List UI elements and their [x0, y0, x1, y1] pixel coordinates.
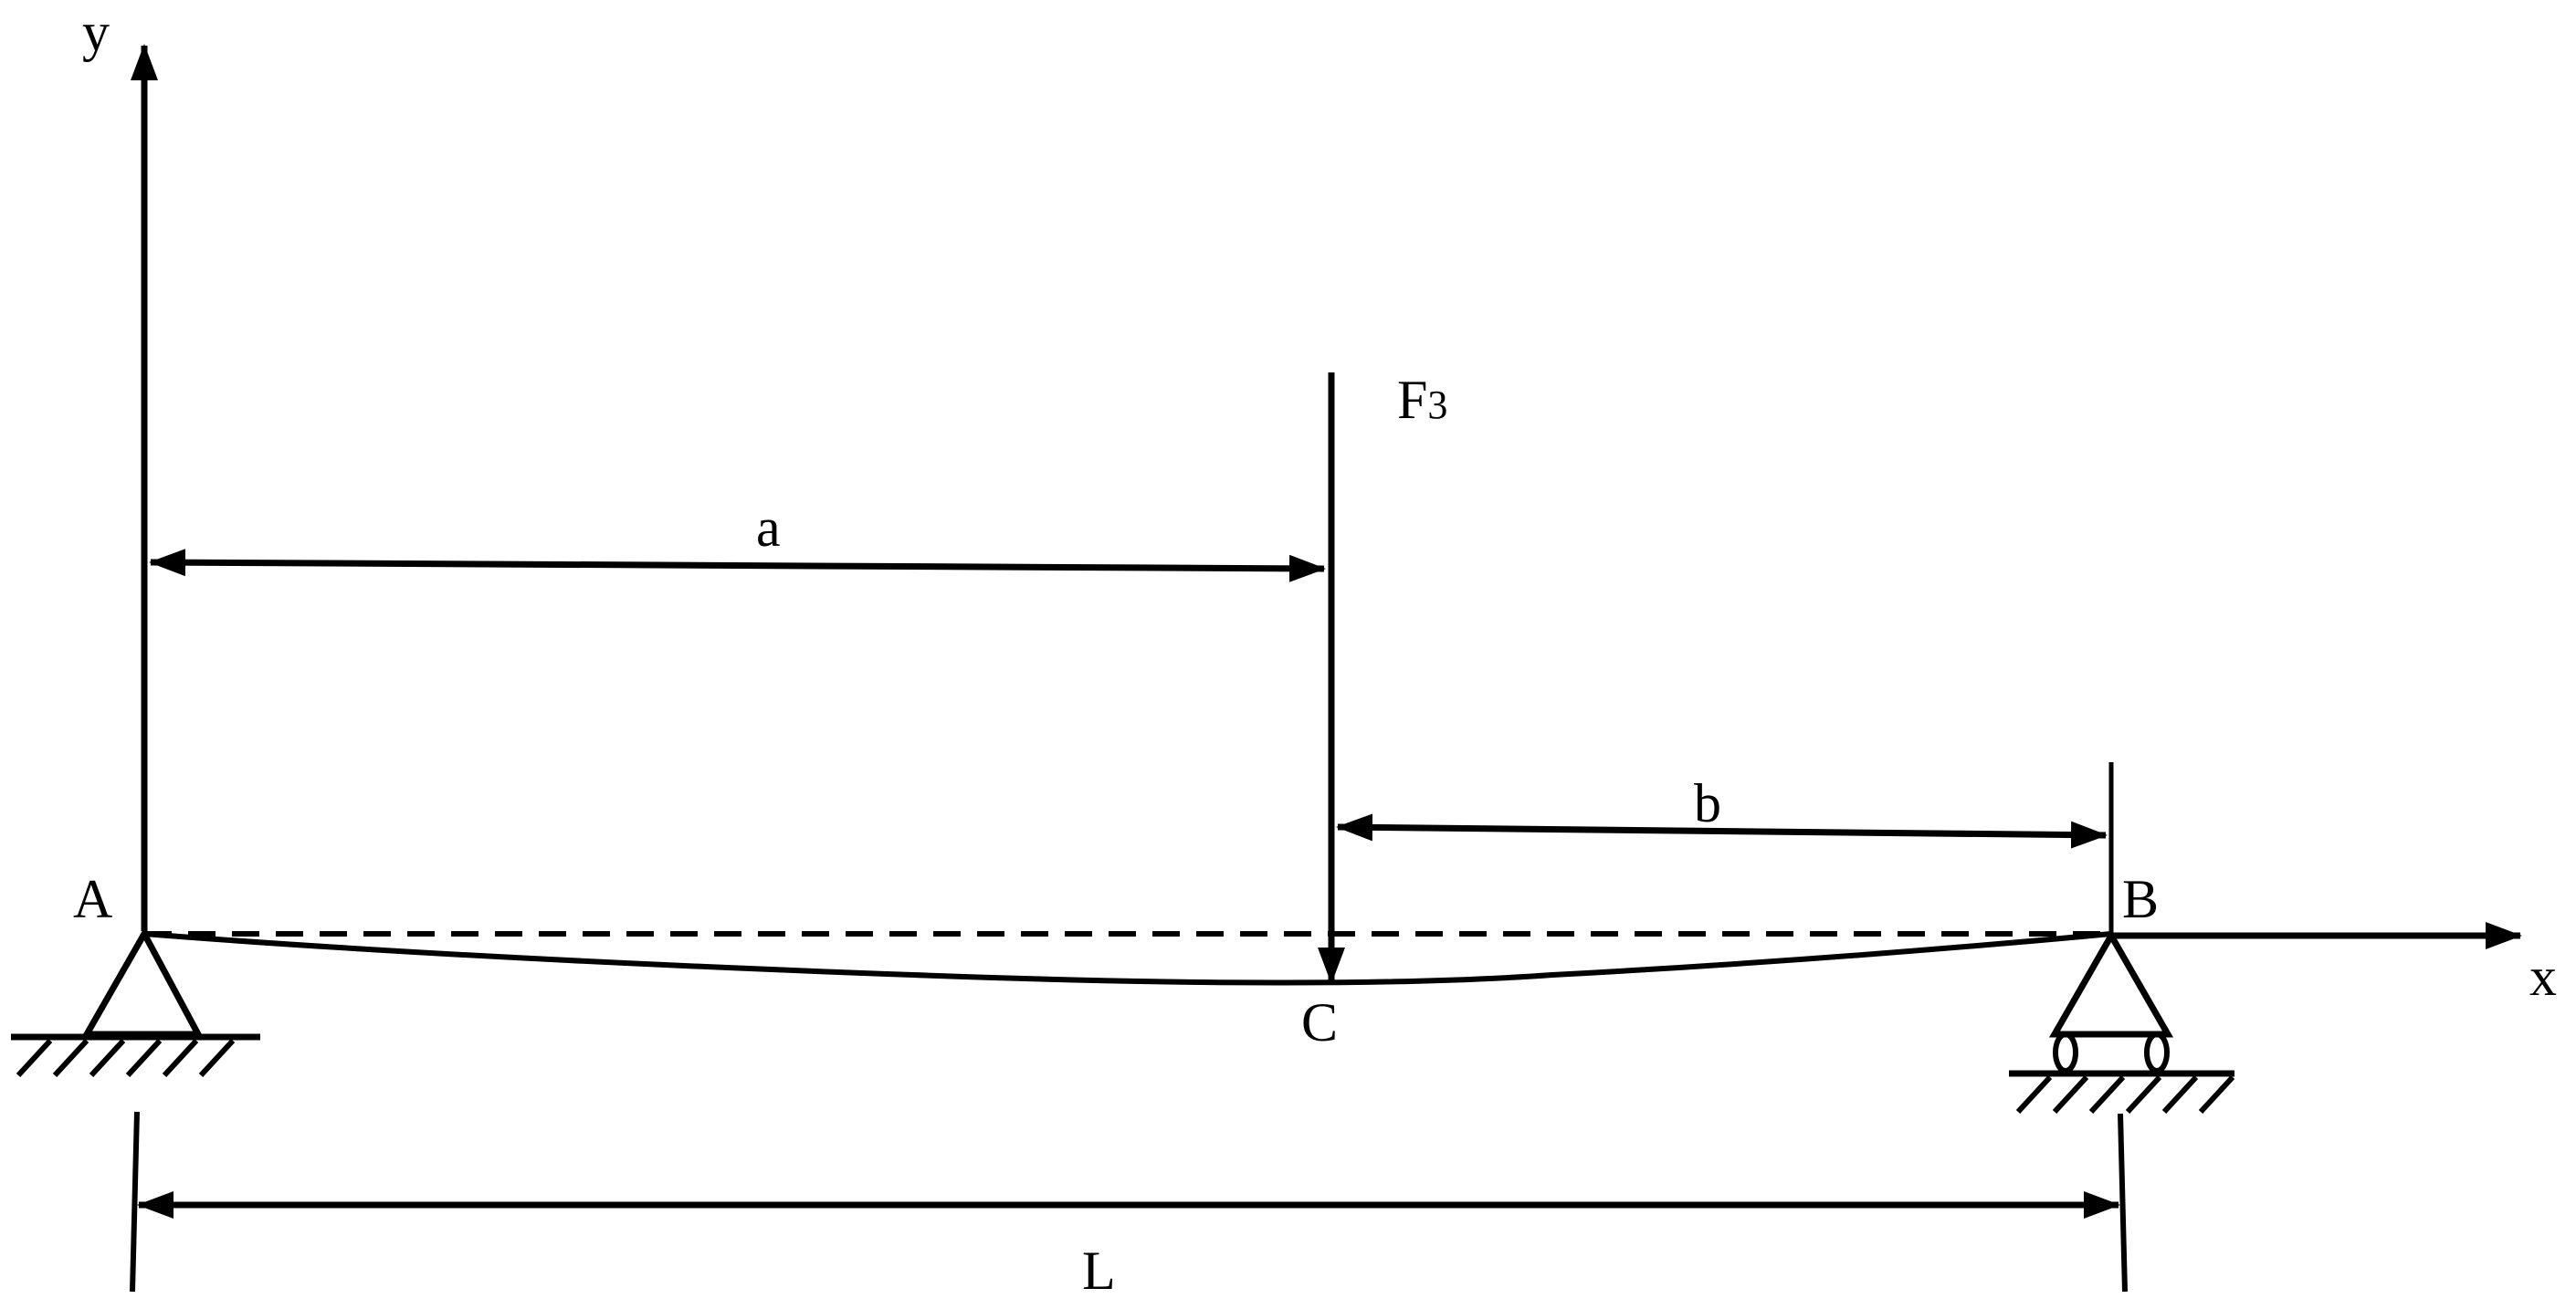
point-a-label: A: [73, 869, 112, 929]
point-c-label: C: [1301, 992, 1338, 1052]
point-b-label: B: [2122, 869, 2159, 929]
dimension-a-line: [149, 549, 1326, 582]
y-axis-label: y: [82, 2, 110, 62]
dimension-b-line: [1336, 813, 2108, 849]
dimension-b-label: b: [1694, 773, 1721, 833]
dimension-l-label: L: [1082, 1241, 1116, 1301]
left-pin-support: [11, 927, 260, 1078]
dimension-l-right-extension: [2118, 1113, 2128, 1293]
dimension-l-left-extension: [130, 1111, 140, 1293]
beam-deflection-curve: [143, 931, 2112, 986]
dimension-a-label: a: [756, 497, 781, 558]
x-axis-label: x: [2529, 947, 2557, 1007]
force-label: F3: [1397, 370, 1447, 430]
right-roller-support: [2009, 928, 2235, 1115]
